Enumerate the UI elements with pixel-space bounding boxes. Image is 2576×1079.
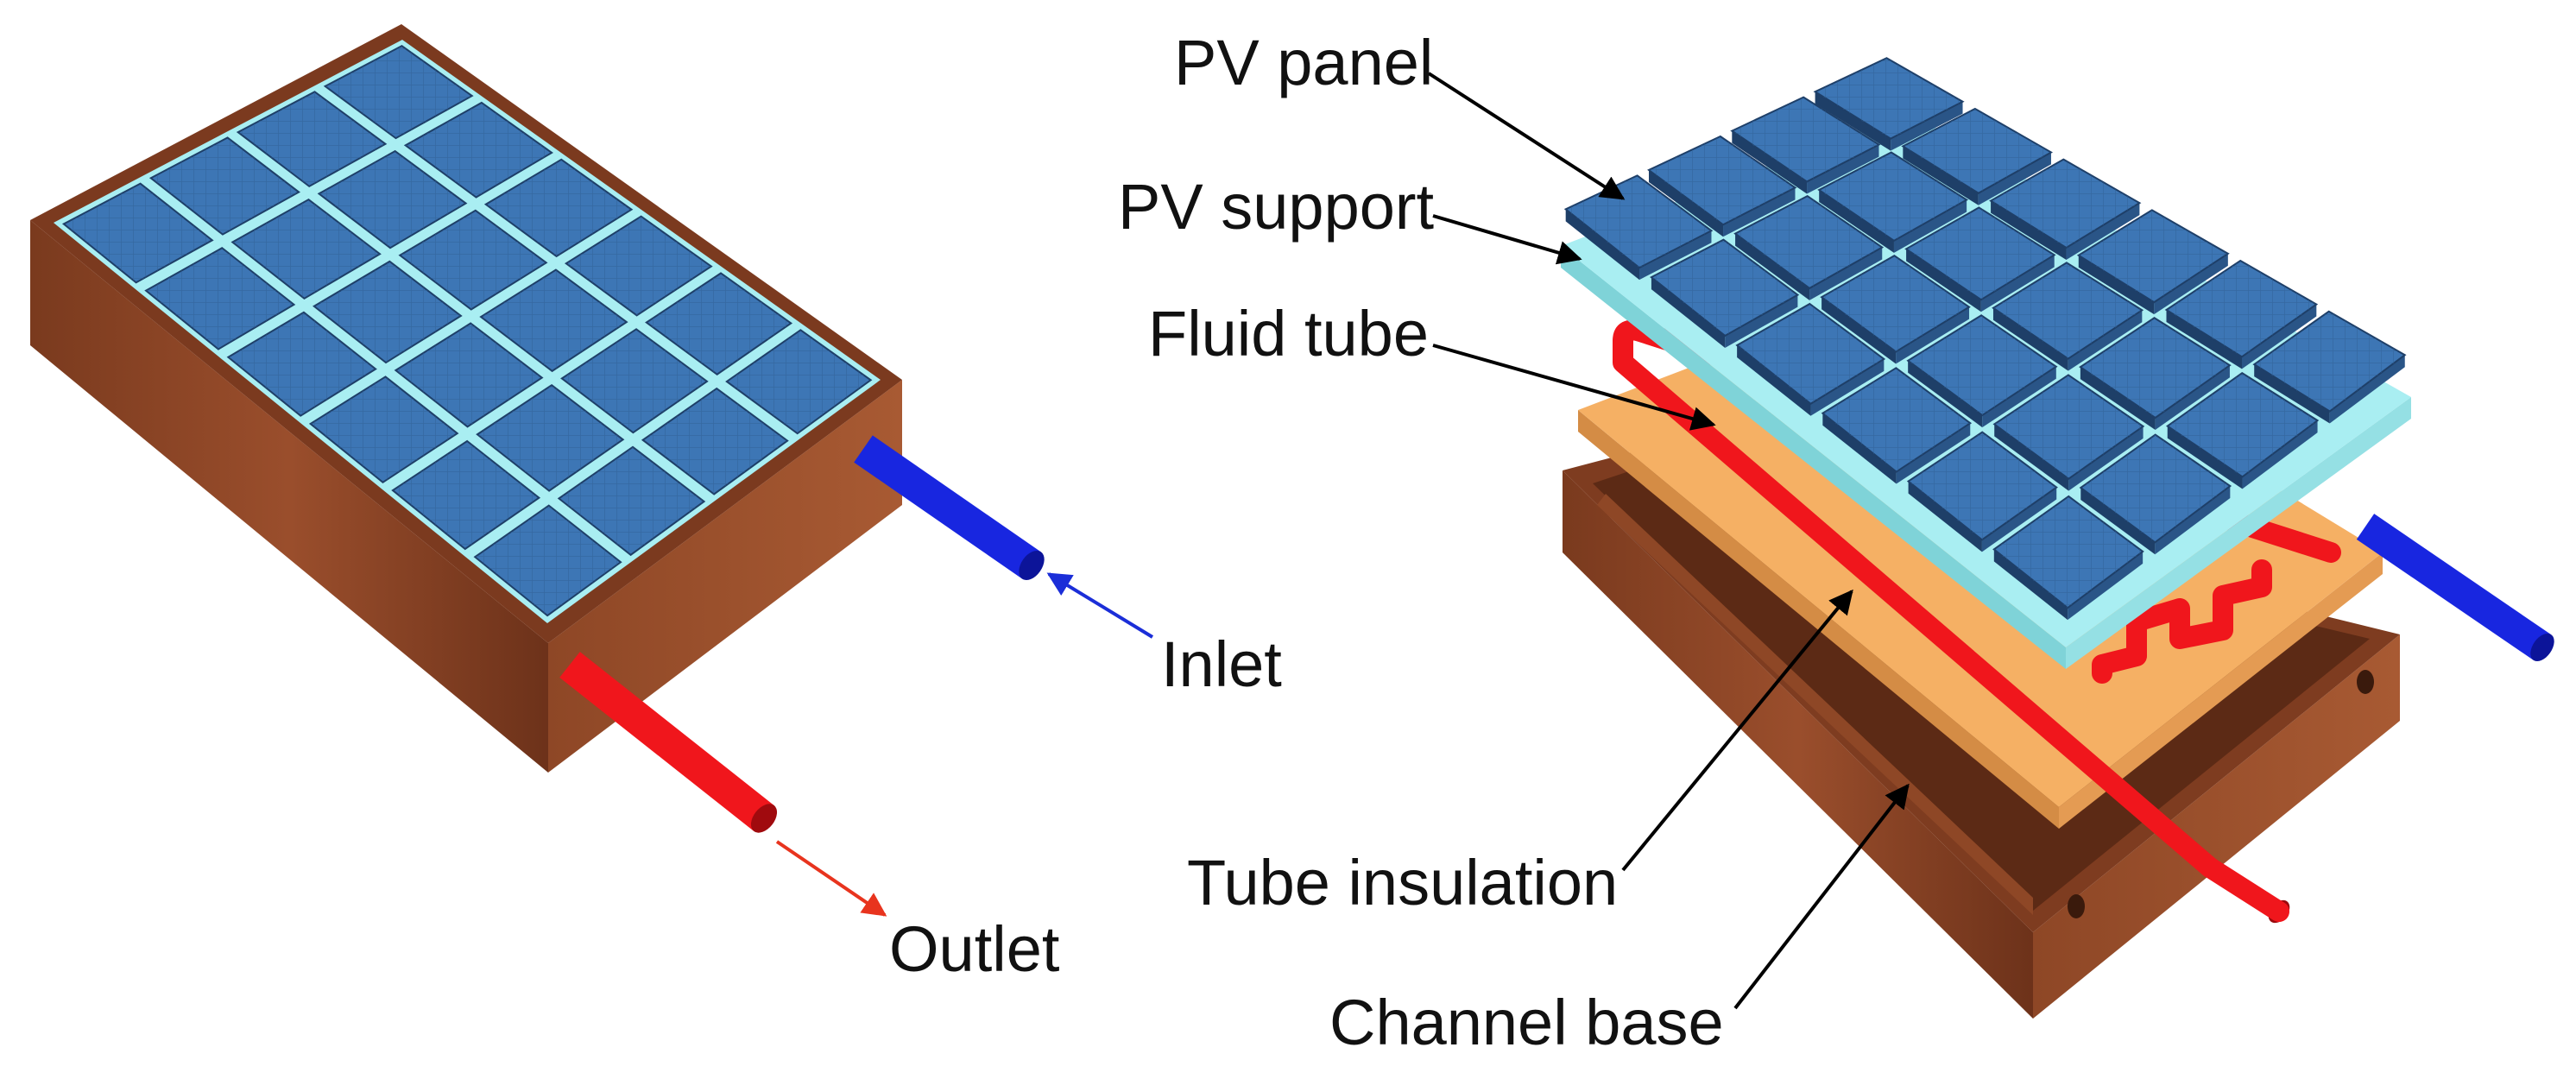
channel-base-left-face	[30, 220, 548, 773]
pv-cell	[2252, 310, 2407, 424]
pv-cell	[2164, 259, 2319, 369]
pv-cell	[1906, 431, 2058, 552]
pv-cell	[1821, 367, 1973, 484]
pv-cell	[1989, 158, 2142, 260]
tube-insulation-leader	[1621, 589, 1853, 872]
pv-cell	[1901, 107, 2054, 205]
pv-cell	[230, 198, 382, 300]
pv-cell-array-exploded	[1563, 57, 2407, 621]
pv-cell	[560, 328, 709, 434]
pv-cell	[1992, 374, 2145, 491]
pv-cell	[323, 44, 474, 140]
inlet-arrow	[1046, 572, 1154, 639]
pv-cell	[1647, 135, 1797, 237]
pv-cell	[144, 247, 296, 350]
pv-cell	[564, 215, 713, 317]
exploded-collector: PV panel PV support Fluid tube Tube insu…	[1118, 27, 2554, 1058]
channel-base-hole-side	[2357, 670, 2374, 694]
inlet-pipe-exploded	[2356, 514, 2554, 662]
pv-cell	[557, 445, 706, 557]
pv-panel-leader	[1427, 72, 1626, 200]
pv-cell	[1992, 262, 2144, 371]
pv-cell	[391, 439, 541, 551]
pv-cell	[473, 504, 622, 617]
pv-cell	[236, 91, 388, 188]
pv-cell	[1817, 151, 1969, 253]
pv-cell	[1992, 495, 2144, 621]
pv-cell	[403, 101, 553, 199]
pv-cell	[1906, 314, 2058, 428]
pv-cell	[1650, 238, 1800, 348]
pv-cell	[476, 383, 625, 492]
pv-cell	[2076, 209, 2230, 315]
pv-cell	[725, 329, 873, 435]
outlet-pipe	[559, 652, 778, 833]
pv-cell	[148, 136, 301, 236]
pv-cell	[645, 272, 793, 375]
pv-cell	[2166, 371, 2320, 489]
fluid-tube-label: Fluid tube	[1148, 298, 1429, 369]
pv-support-leader	[1432, 214, 1582, 265]
pv-cell	[2079, 317, 2232, 430]
channel-base-label: Channel base	[1329, 987, 1724, 1058]
pv-cell	[1733, 194, 1885, 300]
outlet-label: Outlet	[889, 913, 1060, 985]
pv-cell	[1820, 255, 1971, 364]
inlet-label: Inlet	[1161, 628, 1282, 700]
pv-cell-array	[61, 44, 873, 617]
pv-cell	[394, 322, 544, 428]
assembled-collector: Inlet Outlet	[30, 24, 1282, 985]
pv-cell	[313, 260, 463, 364]
pv-cell	[61, 182, 214, 284]
pv-cell	[483, 158, 634, 258]
outlet-arrow	[775, 840, 887, 917]
outlet-pipe-exploded	[2200, 857, 2289, 922]
pv-cell	[1904, 206, 2056, 312]
pv-cell	[1735, 302, 1886, 416]
channel-base-leader	[1733, 783, 1910, 1010]
pv-cell	[317, 149, 468, 249]
inlet-pipe	[854, 435, 1045, 581]
pv-cell	[226, 311, 377, 417]
tube-insulation-label: Tube insulation	[1187, 847, 1618, 918]
pv-panel-label: PV panel	[1174, 27, 1433, 98]
pv-cell	[479, 268, 628, 373]
channel-base-hole-front	[2068, 894, 2085, 918]
channel-base-right-face	[548, 380, 902, 773]
pv-cell	[1730, 96, 1881, 194]
pv-cell	[2079, 433, 2232, 555]
pv-cell	[641, 387, 789, 495]
pv-cell	[308, 375, 459, 484]
pv-cell	[1813, 57, 1965, 151]
fluid-tube-leader	[1432, 344, 1716, 431]
pv-cell	[398, 209, 548, 311]
pv-support-label: PV support	[1118, 171, 1435, 243]
